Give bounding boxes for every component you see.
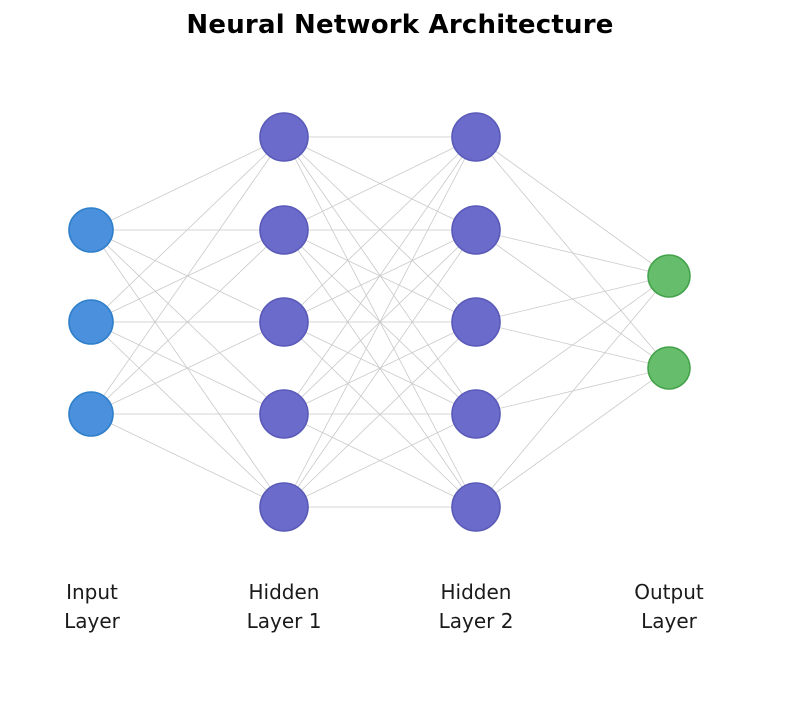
node-hidden1-3[interactable] bbox=[259, 297, 309, 347]
edge bbox=[283, 136, 477, 415]
page-title: Neural Network Architecture bbox=[186, 10, 614, 40]
node-hidden2-2[interactable] bbox=[451, 205, 501, 255]
edge bbox=[475, 367, 670, 508]
layer-label-output: Output Layer bbox=[634, 580, 704, 633]
node-input-1[interactable] bbox=[68, 207, 114, 253]
edge bbox=[283, 136, 477, 508]
edge bbox=[475, 275, 670, 508]
edge bbox=[90, 321, 285, 508]
edge bbox=[90, 136, 285, 323]
edge bbox=[90, 229, 285, 415]
node-hidden1-4[interactable] bbox=[259, 389, 309, 439]
node-output-2[interactable] bbox=[647, 346, 691, 390]
edge bbox=[90, 229, 285, 508]
node-output-1[interactable] bbox=[647, 254, 691, 298]
node-hidden1-1[interactable] bbox=[259, 112, 309, 162]
edge bbox=[475, 229, 670, 277]
node-input-3[interactable] bbox=[68, 391, 114, 437]
layer-label-input: Input Layer bbox=[64, 580, 120, 633]
edge bbox=[475, 275, 670, 415]
node-hidden2-4[interactable] bbox=[451, 389, 501, 439]
nodes-group bbox=[68, 112, 691, 532]
edge bbox=[283, 229, 477, 508]
edge bbox=[475, 275, 670, 323]
edge bbox=[90, 136, 285, 415]
edge bbox=[283, 136, 477, 323]
edge bbox=[475, 136, 670, 277]
edge bbox=[475, 136, 670, 369]
edge bbox=[283, 136, 477, 231]
layer-label-hidden1: Hidden Layer 1 bbox=[246, 580, 322, 633]
edge bbox=[90, 413, 285, 508]
node-hidden2-1[interactable] bbox=[451, 112, 501, 162]
edges-group bbox=[90, 136, 670, 508]
node-hidden1-5[interactable] bbox=[259, 482, 309, 532]
node-hidden1-2[interactable] bbox=[259, 205, 309, 255]
edge bbox=[283, 321, 477, 508]
layer-label-hidden2: Hidden Layer 2 bbox=[438, 580, 514, 633]
node-input-2[interactable] bbox=[68, 299, 114, 345]
node-hidden2-5[interactable] bbox=[451, 482, 501, 532]
edge bbox=[283, 413, 477, 508]
node-hidden2-3[interactable] bbox=[451, 297, 501, 347]
edge bbox=[90, 136, 285, 231]
edge bbox=[90, 321, 285, 415]
